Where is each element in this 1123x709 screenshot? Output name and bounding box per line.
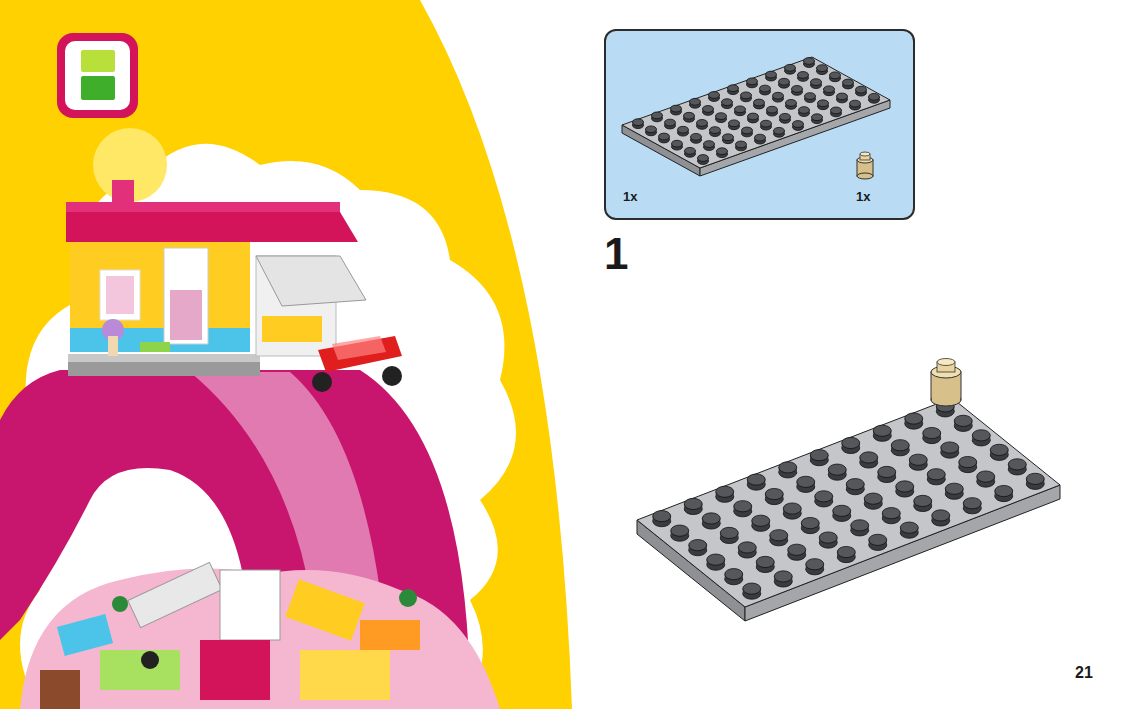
house-base-top: [68, 354, 260, 362]
step-number: 1: [604, 232, 628, 276]
roof: [66, 212, 358, 242]
window-glass: [106, 276, 134, 314]
tree-trunk: [108, 336, 118, 356]
brick: [128, 562, 222, 627]
icon-brick: [81, 76, 115, 100]
brick: [200, 640, 270, 700]
garage-door: [256, 256, 366, 306]
plant: [112, 596, 128, 612]
car-glass: [332, 336, 386, 360]
parts-callout-box: 1x 1x: [604, 29, 915, 220]
brick: [57, 614, 113, 656]
icon-frame: [57, 33, 138, 118]
house-wall: [70, 240, 250, 328]
house-base: [68, 360, 260, 376]
brick: [360, 620, 420, 650]
icon-brick: [81, 50, 115, 72]
window: [100, 270, 140, 320]
brick-pile: [20, 569, 500, 709]
door: [164, 248, 208, 344]
house-wall-blue: [70, 328, 250, 352]
yellow-panel: [0, 0, 572, 709]
wheel: [382, 366, 402, 386]
wheel: [312, 372, 332, 392]
wheel: [141, 651, 159, 669]
icon-inner: [65, 41, 130, 110]
page-number: 21: [1075, 665, 1093, 681]
brick: [220, 570, 280, 640]
parts-box-fill: [605, 30, 914, 219]
brick: [100, 650, 180, 690]
roof-top: [66, 202, 340, 212]
plate-6x10-small: [622, 57, 890, 176]
door-glass: [170, 290, 202, 340]
plant: [399, 589, 417, 607]
garage-inside: [262, 316, 322, 342]
grass: [140, 342, 170, 352]
brick: [300, 650, 390, 700]
chimney: [112, 180, 134, 204]
plate-6x10: [637, 359, 1060, 622]
brick: [285, 579, 364, 641]
part-quantity: 1x: [623, 189, 637, 204]
part-quantity: 1x: [856, 189, 870, 204]
brick: [40, 670, 80, 709]
round-brick-small: [857, 152, 873, 179]
